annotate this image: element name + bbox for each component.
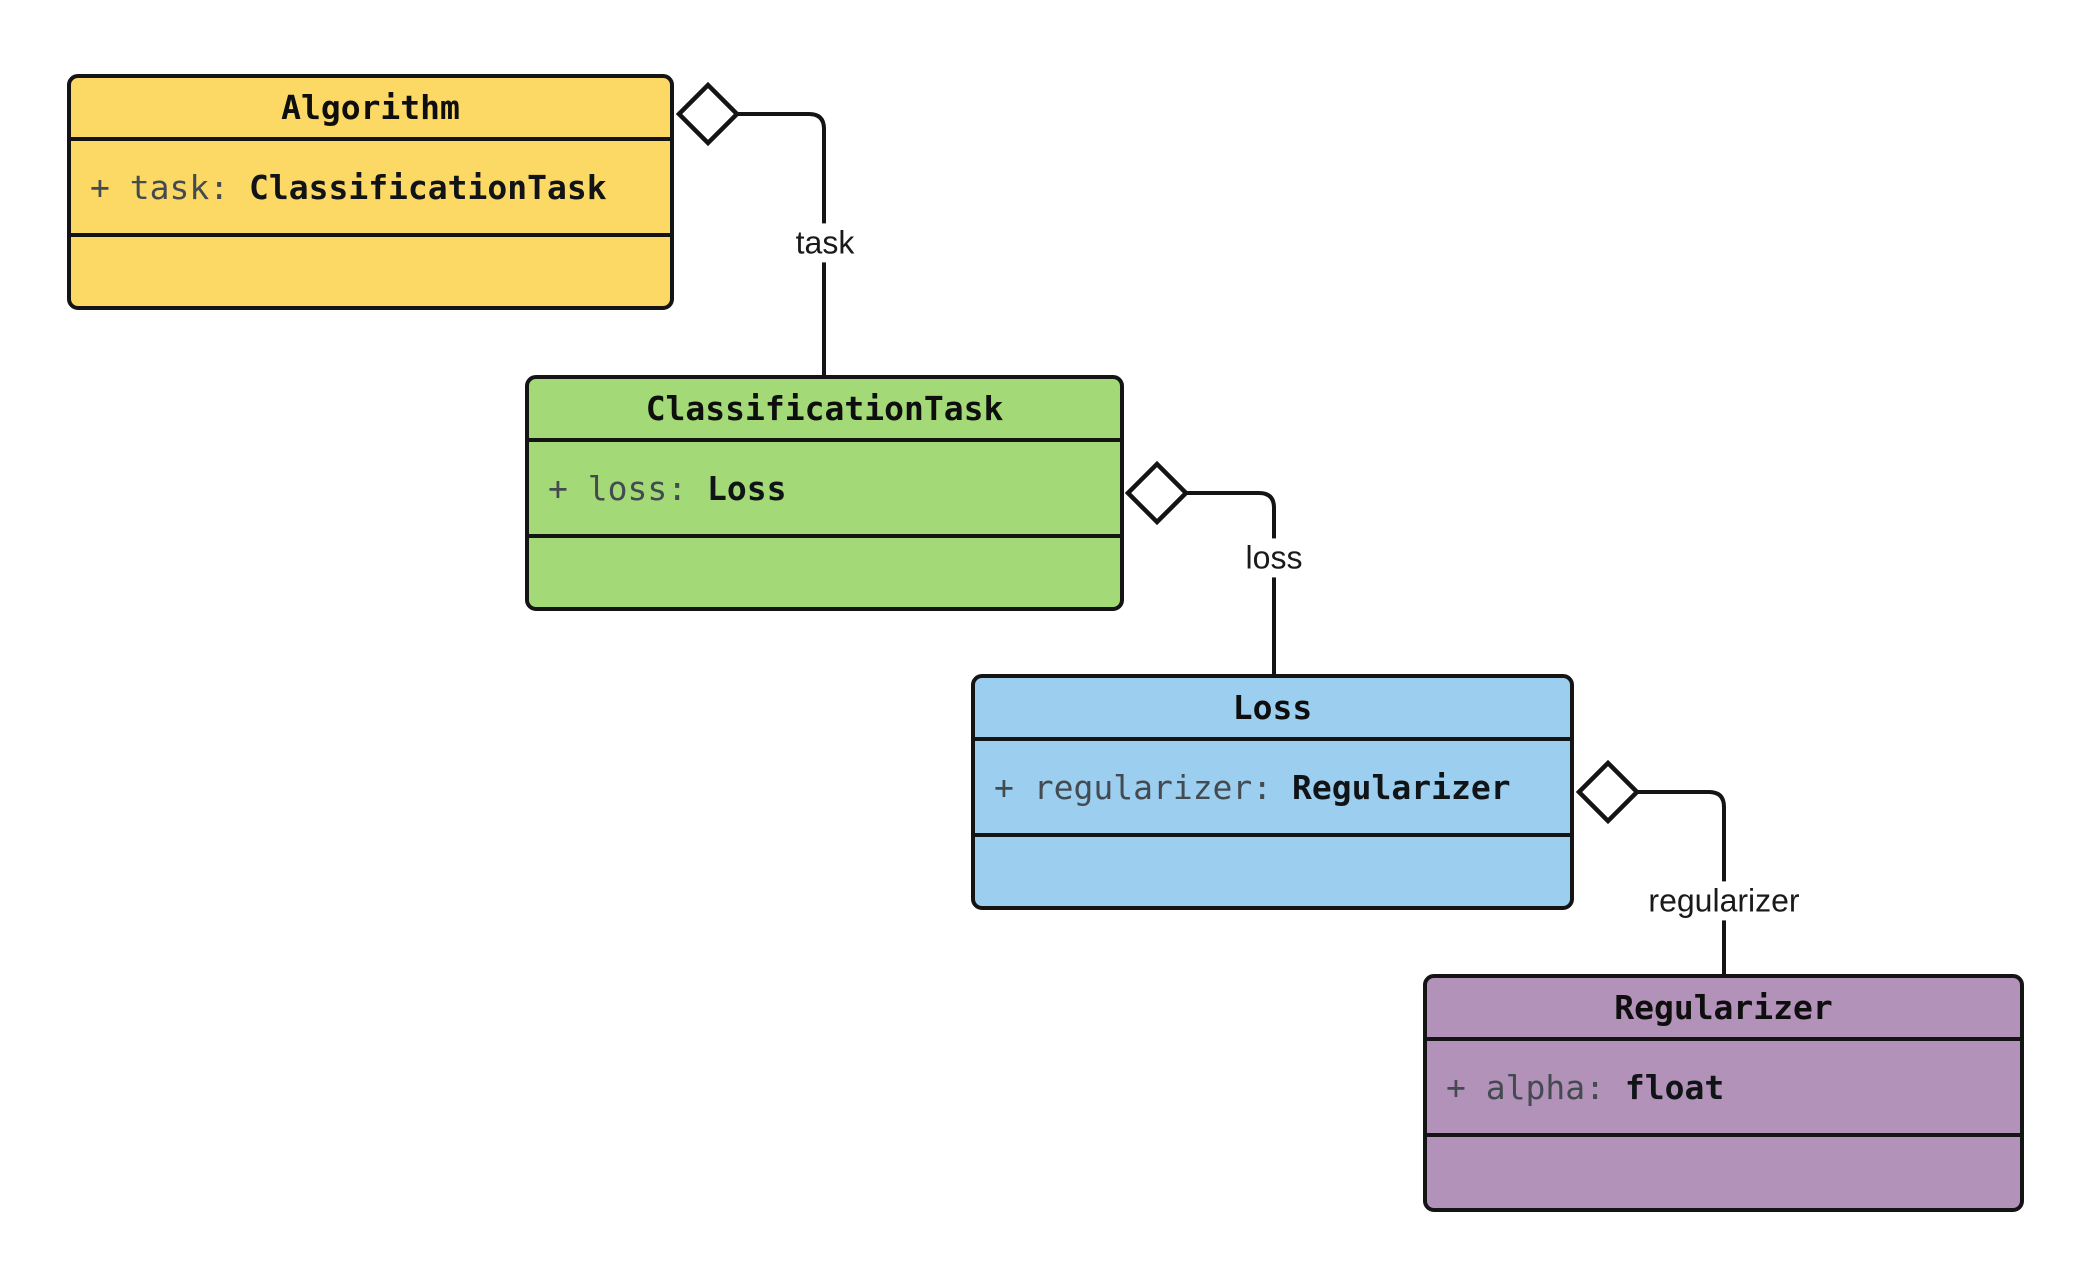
attribute-separator: : [1252, 767, 1293, 807]
class-attributes-classificationtask: + loss: Loss [529, 442, 1120, 538]
class-name-loss: Loss [975, 678, 1570, 741]
edge-loss-line [1186, 491, 1276, 674]
attribute-separator: : [667, 468, 707, 508]
edge-task-line [737, 112, 826, 375]
class-box-loss: Loss + regularizer: Regularizer [971, 674, 1574, 910]
class-methods-empty [71, 237, 670, 306]
class-attributes-regularizer: + alpha: float [1427, 1041, 2020, 1137]
class-methods-empty [975, 837, 1570, 906]
class-name-regularizer: Regularizer [1427, 978, 2020, 1041]
edge-label-task: task [788, 223, 862, 263]
class-attributes-loss: + regularizer: Regularizer [975, 741, 1570, 837]
aggregation-diamond-regularizer-icon [1575, 759, 1641, 825]
class-name-classificationtask: ClassificationTask [529, 379, 1120, 442]
attribute-name: loss [587, 468, 668, 508]
edge-label-loss: loss [1238, 538, 1310, 578]
class-name-algorithm: Algorithm [71, 78, 670, 141]
attribute-name: task [129, 167, 210, 207]
attribute-type: float [1624, 1067, 1725, 1107]
attribute-type: ClassificationTask [248, 167, 607, 207]
edge-label-regularizer: regularizer [1641, 881, 1807, 921]
class-methods-empty [1427, 1137, 2020, 1208]
attribute-visibility: + [90, 167, 130, 207]
class-box-regularizer: Regularizer + alpha: float [1423, 974, 2024, 1212]
aggregation-diamond-task-icon [675, 81, 741, 147]
attribute-type: Loss [706, 468, 787, 508]
attribute-separator: : [209, 167, 249, 207]
attribute-visibility: + [548, 468, 588, 508]
attribute-separator: : [1585, 1067, 1625, 1107]
aggregation-diamond-loss-icon [1124, 460, 1190, 526]
edge-regularizer-line [1637, 790, 1726, 974]
attribute-name: alpha [1485, 1067, 1586, 1107]
class-box-classificationtask: ClassificationTask + loss: Loss [525, 375, 1124, 611]
class-box-algorithm: Algorithm + task: ClassificationTask [67, 74, 674, 310]
class-attributes-algorithm: + task: ClassificationTask [71, 141, 670, 237]
attribute-name: regularizer [1033, 767, 1253, 807]
attribute-visibility: + [1446, 1067, 1486, 1107]
class-methods-empty [529, 538, 1120, 607]
attribute-visibility: + [994, 767, 1034, 807]
attribute-type: Regularizer [1292, 767, 1511, 807]
